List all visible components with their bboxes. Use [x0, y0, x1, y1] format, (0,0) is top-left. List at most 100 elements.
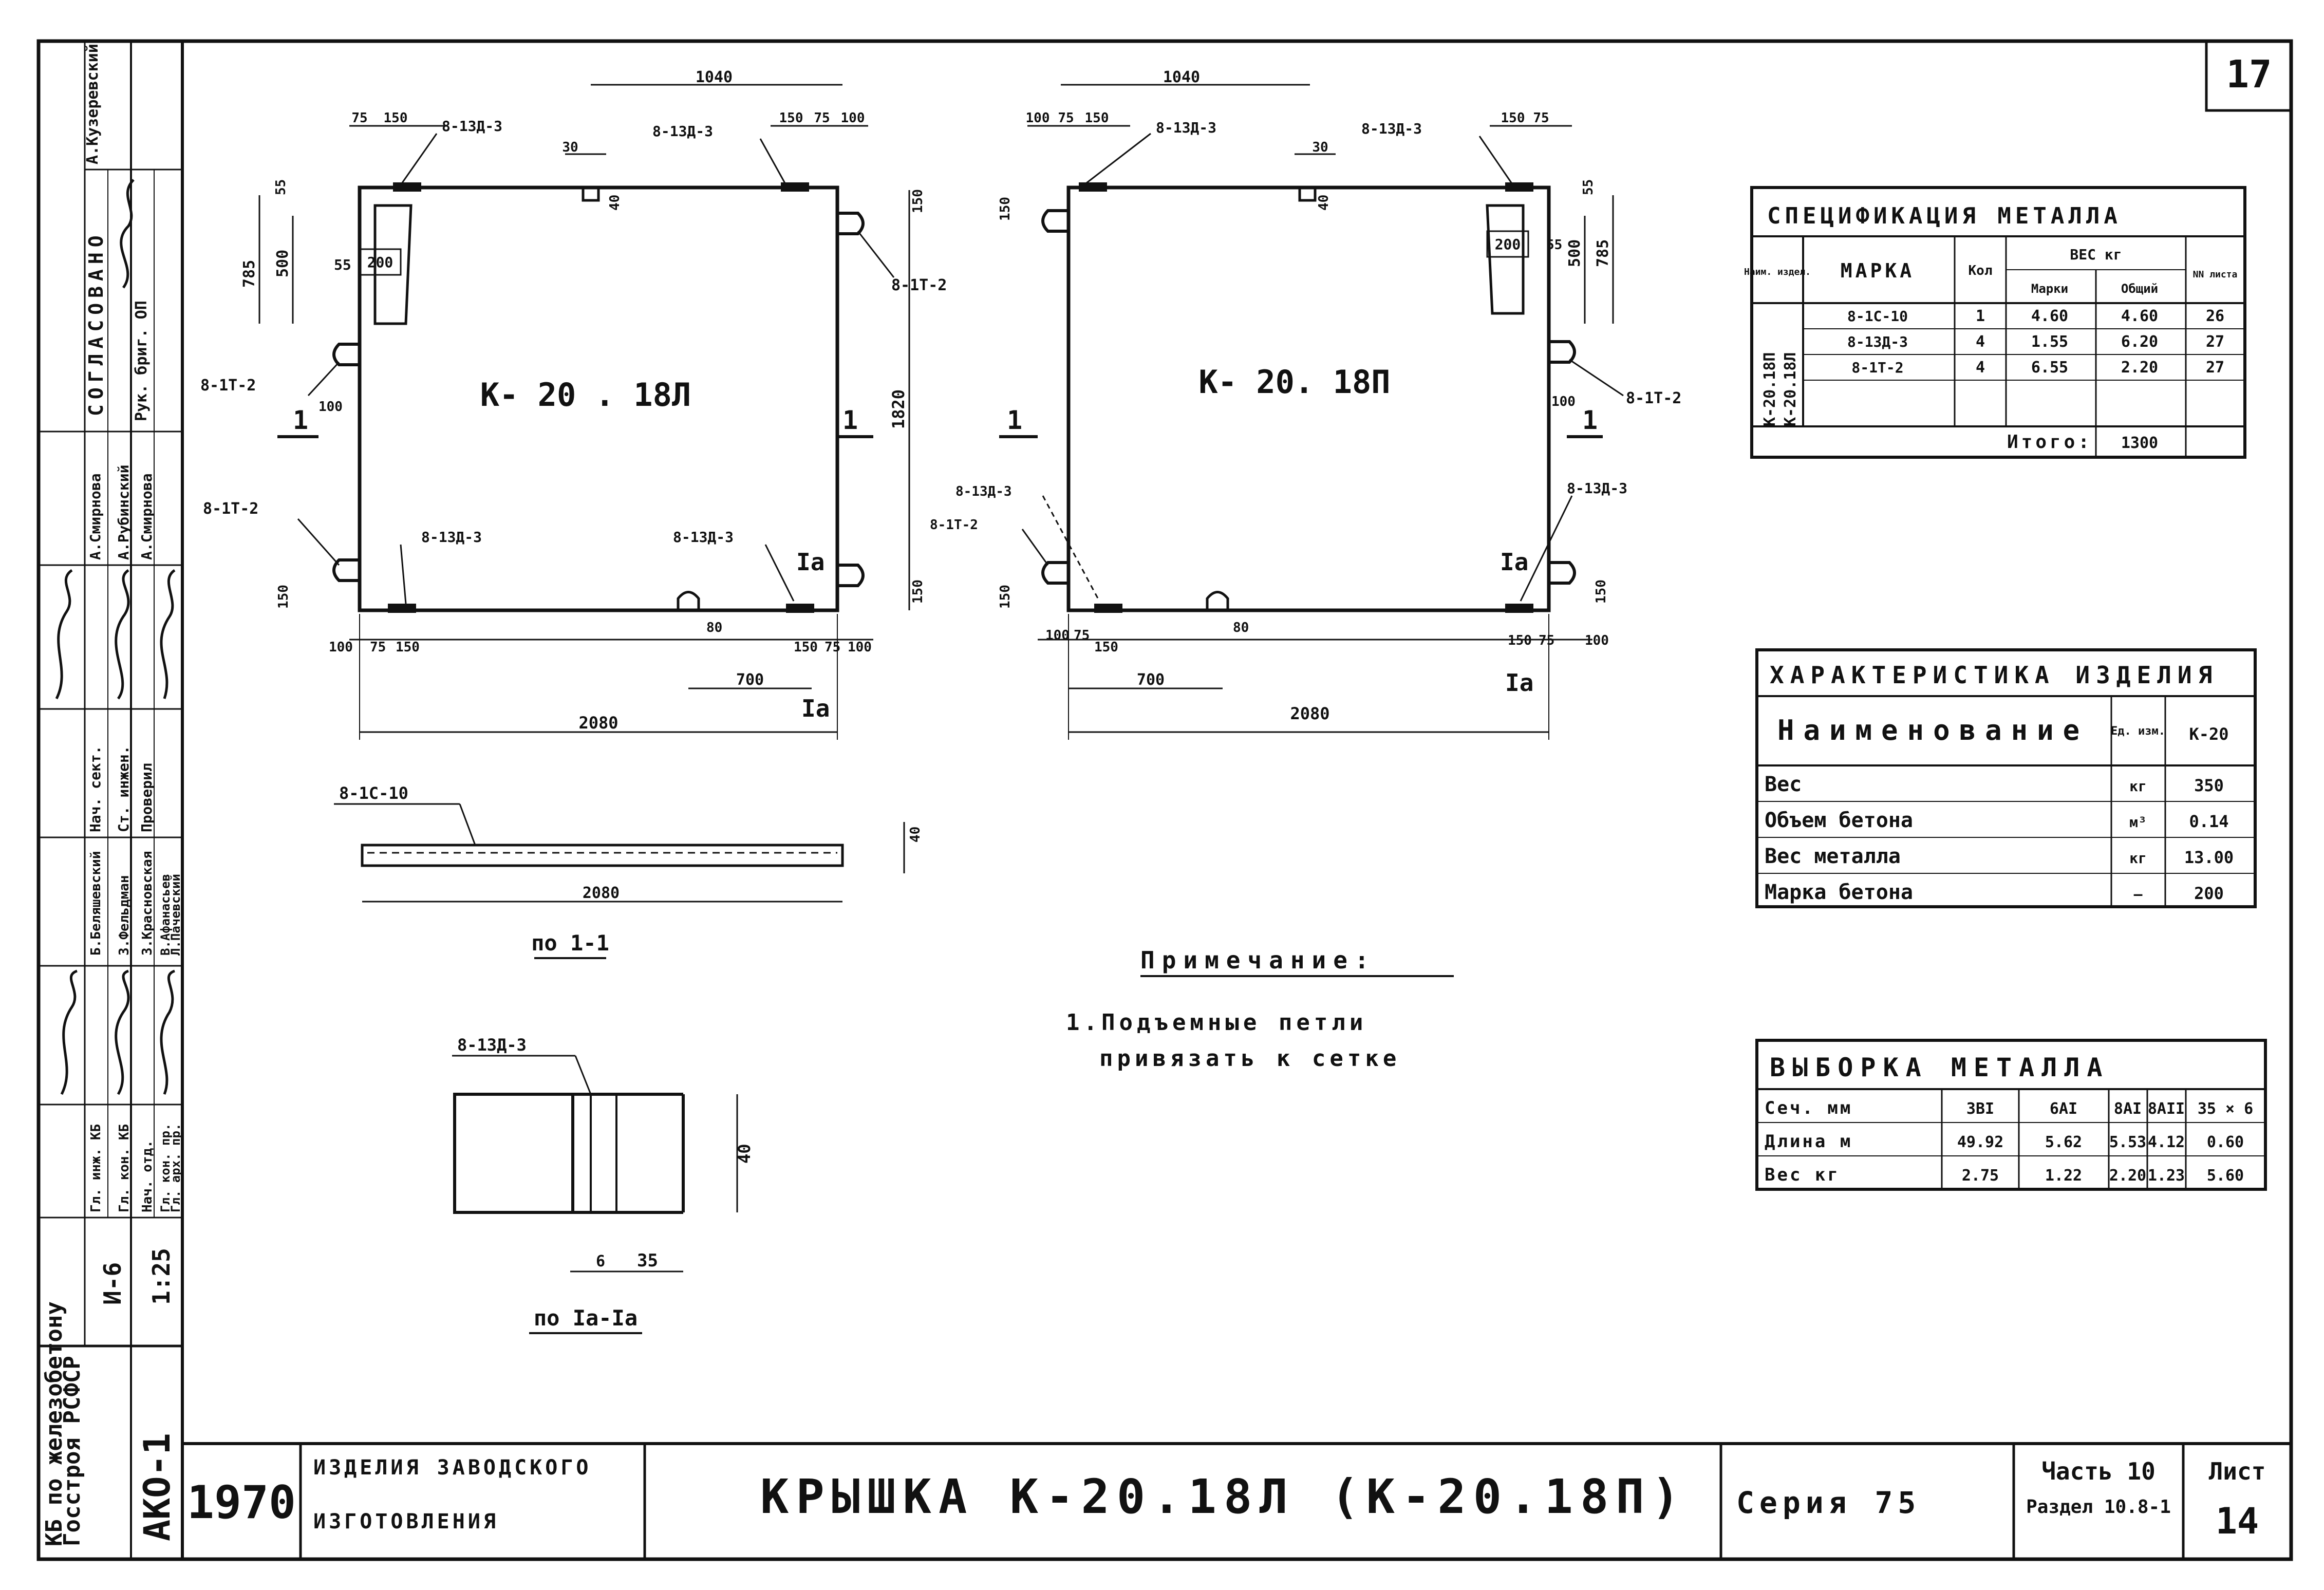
left-dim-55b: 55 [334, 256, 351, 273]
right-callout-4: 8-1ЗД-3 [955, 484, 1012, 499]
spec-row-w-mark: 1.55 [2031, 333, 2068, 351]
album-code: АКО-1 [136, 1433, 178, 1541]
section-1-1: 8-1С-10 2080 40 по 1-1 [334, 783, 923, 959]
right-callout-3: 8-1Т-2 [1626, 389, 1681, 407]
saa-caption: по Ia-Ia [534, 1305, 638, 1331]
spec-row-qty: 1 [1976, 307, 1985, 325]
right-callout-6: 8-1ЗД-3 [1567, 480, 1627, 497]
right-dim-top-30: 30 [1312, 140, 1328, 155]
s11-dim-height: 40 [908, 827, 923, 843]
left-callout-1: 8-1ЗД-3 [442, 118, 502, 135]
loop-r-left-1 [1041, 209, 1069, 233]
spec-title: СПЕЦИФИКАЦИЯ МЕТАЛЛА [1767, 203, 2122, 229]
part-line1: Часть 10 [2041, 1457, 2156, 1485]
part-line2: Раздел 10.8-1 [2026, 1497, 2171, 1518]
left-section-1b: 1 [842, 405, 858, 435]
right-dim-bot-80: 80 [1233, 620, 1249, 635]
right-callout-5: 8-1Т-2 [930, 517, 978, 533]
left-dim-200: 200 [367, 254, 393, 271]
char-title: ХАРАКТЕРИСТИКА ИЗДЕЛИЯ [1770, 661, 2218, 689]
sel-len-cell: 0.60 [2207, 1133, 2244, 1151]
spec-row-mark: 8-1С-10 [1847, 308, 1908, 325]
right-dim-bot-150: 150 [1094, 640, 1118, 655]
spec-row-sheet: 26 [2206, 307, 2224, 325]
spec-h-qty: Кол [1969, 263, 1993, 278]
note-line2: привязать к сетке [1099, 1045, 1400, 1072]
sel-col-header: 35 × 6 [2198, 1100, 2253, 1118]
right-dim-top-40: 40 [1316, 195, 1332, 211]
role-6: Нач. отд. [140, 1140, 155, 1212]
sel-row-len-label: Длина м [1765, 1131, 1852, 1152]
role-1: Нач. сект. [87, 745, 104, 832]
signature-6 [160, 969, 175, 1095]
left-section-a1: Ia [796, 548, 824, 576]
left-dim-785: 785 [240, 260, 258, 288]
title-block: 1970 ИЗДЕЛИЯ ЗАВОДСКОГО ИЗГОТОВЛЕНИЯ КРЫ… [187, 52, 2272, 1542]
right-dim-left-150: 150 [998, 197, 1013, 221]
spec-product-1: К-20.18П [1761, 352, 1779, 427]
product-type-line2: ИЗГОТОВЛЕНИЯ [313, 1510, 499, 1533]
right-dim-top-150: 150 [1085, 110, 1109, 126]
left-dim-bot-700: 700 [736, 671, 764, 689]
saa-dim-6: 6 [596, 1252, 605, 1270]
spec-h-w-mark: Марки [2031, 282, 2068, 296]
char-row-value: 350 [2194, 776, 2224, 795]
left-callout-3: 8-1Т-2 [200, 377, 256, 395]
plan-left: 1040 75 150 30 40 150 75 100 785 500 55 … [200, 68, 947, 740]
role-5: Гл. кон. КБ [117, 1124, 132, 1212]
spec-row-w-total: 2.20 [2121, 359, 2158, 377]
spec-h-weight: ВЕС кг [2070, 246, 2122, 263]
s11-caption: по 1-1 [531, 930, 609, 956]
char-row-unit: м³ [2129, 814, 2147, 831]
char-row-unit: кг [2129, 778, 2147, 795]
sel-weight-cell: 2.75 [1962, 1167, 1999, 1185]
name-7: В.Афанасьев [158, 874, 173, 956]
left-dim-bot-80: 80 [706, 620, 722, 635]
right-dim-bot-2080: 2080 [1290, 704, 1329, 723]
spec-table: СПЕЦИФИКАЦИЯ МЕТАЛЛА Наим. издел. МАРКА … [1744, 186, 2246, 459]
sheet-label: Лист [2209, 1457, 2266, 1485]
left-dim-55: 55 [273, 179, 289, 195]
agreed-row1: А.Кузеревский [84, 44, 102, 164]
left-section-1a: 1 [293, 405, 308, 435]
char-row-value: 0.14 [2189, 812, 2228, 831]
right-dim-55: 55 [1581, 179, 1596, 195]
left-dim-150: 150 [276, 585, 291, 609]
left-dim-right-150a: 150 [910, 189, 926, 213]
sel-len-cell: 4.12 [2148, 1133, 2185, 1151]
left-dim-top-1040: 1040 [696, 68, 733, 86]
spec-h-w-total: Общий [2121, 282, 2158, 296]
side-stamp: КБ по железобетону Госстроя РСФСР АКО-1 … [41, 44, 183, 1546]
spec-h-mark: МАРКА [1841, 259, 1915, 282]
name-2: А.Рубинский [115, 465, 132, 560]
series: Серия 75 [1736, 1485, 1921, 1520]
sel-weight-cell: 1.23 [2148, 1167, 2185, 1185]
char-row-unit: — [2134, 886, 2143, 903]
right-dim-785: 785 [1594, 239, 1612, 267]
char-row-value: 13.00 [2184, 848, 2234, 867]
left-dim-top-30: 30 [562, 140, 578, 155]
signature-4 [60, 969, 78, 1095]
name-3: А.Смирнова [138, 473, 155, 560]
right-dim-100: 100 [1551, 394, 1576, 409]
saa-callout: 8-1ЗД-3 [457, 1035, 527, 1055]
sel-col-header: 8АII [2148, 1100, 2185, 1118]
note-line1: 1.Подъемные петли [1066, 1009, 1367, 1036]
spec-row-mark: 8-1ЗД-3 [1847, 333, 1908, 350]
role-4: Гл. инж. КБ [88, 1124, 104, 1212]
left-dim-bot-100: 100 [329, 640, 353, 655]
right-dim-bot-700: 700 [1137, 671, 1165, 689]
sheet-title: КРЫШКА К-20.18Л (К-20.18П) [760, 1469, 1687, 1524]
name-1: А.Смирнова [87, 473, 104, 560]
org-line2: Госстроя РСФСР [59, 1356, 85, 1546]
left-dim-bot-75: 75 [370, 640, 386, 655]
char-h-unit: Ед. изм. [2111, 725, 2165, 738]
s11-callout: 8-1С-10 [339, 783, 408, 803]
sel-col-header: 8АI [2114, 1100, 2142, 1118]
char-row-name: Вес металла [1765, 845, 1901, 868]
right-dim-right-150: 150 [1594, 579, 1609, 604]
right-dim-top-75b: 75 [1533, 110, 1549, 126]
page-number: 17 [2226, 52, 2272, 97]
name-5: З.Фельдман [117, 875, 132, 956]
